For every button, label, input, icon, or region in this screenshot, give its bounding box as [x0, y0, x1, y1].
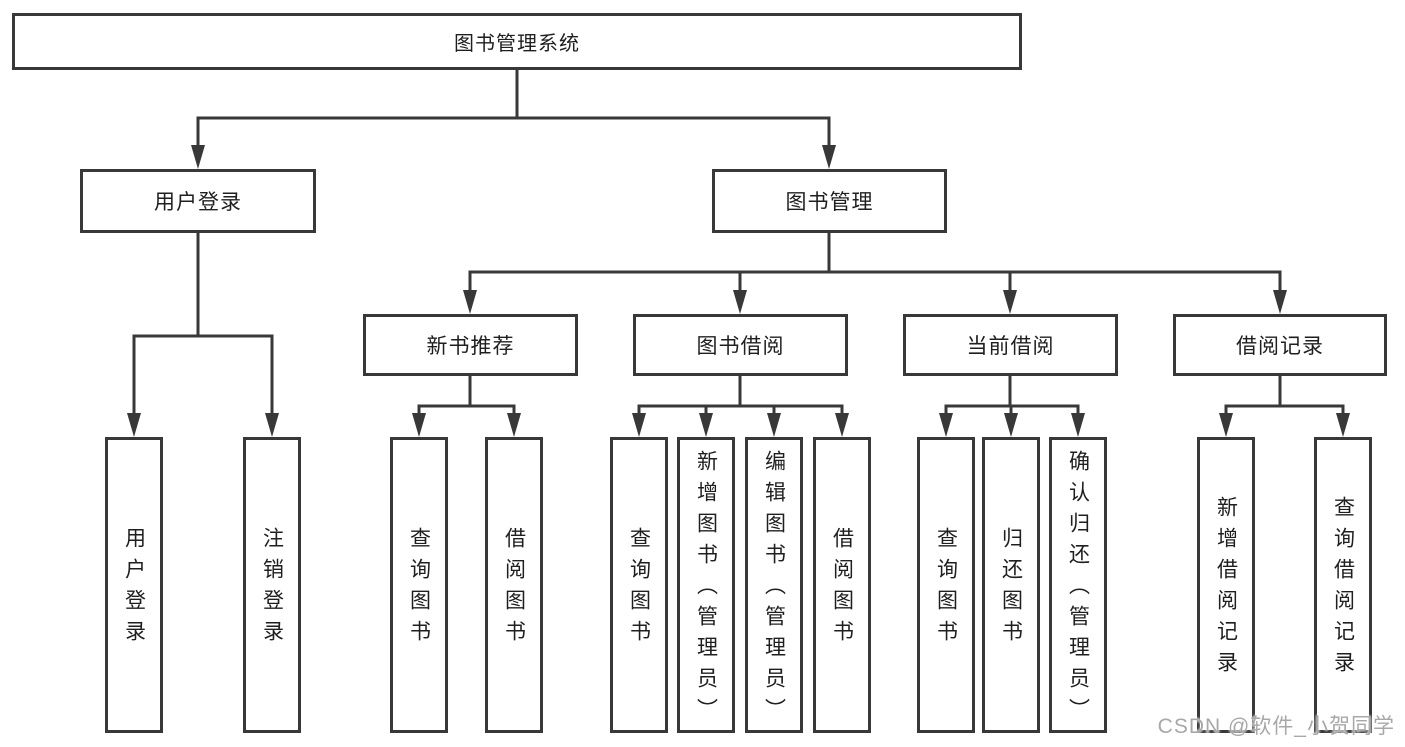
node-library-management-system: 图书管理系统 [12, 13, 1022, 70]
connector-current-borrowing-children [939, 374, 1085, 437]
node-leaf-cb-query-book: 查询图书 [917, 437, 975, 733]
node-book-management: 图书管理 [712, 169, 947, 233]
node-leaf-logout: 注销登录 [243, 437, 301, 733]
node-leaf-br-query-record: 查询借阅记录 [1314, 437, 1372, 733]
node-leaf-nbr-borrow-book: 借阅图书 [485, 437, 543, 733]
node-leaf-user-login: 用户登录 [105, 437, 163, 733]
node-leaf-bb-query-book: 查询图书 [610, 437, 668, 733]
connector-borrow-records-children [1219, 374, 1350, 437]
connector-book-management-children [463, 231, 1287, 314]
node-leaf-cb-confirm-return-admin: 确认归还（管理员） [1049, 437, 1107, 733]
node-leaf-cb-return-book: 归还图书 [982, 437, 1040, 733]
node-new-book-recommend: 新书推荐 [363, 314, 578, 376]
node-leaf-bb-edit-book-admin: 编辑图书（管理员） [745, 437, 803, 733]
node-book-borrowing: 图书借阅 [633, 314, 848, 376]
node-leaf-bb-add-book-admin: 新增图书（管理员） [677, 437, 735, 733]
connector-book-borrowing-children [632, 374, 849, 437]
connector-user-login-children [127, 231, 279, 437]
node-leaf-nbr-query-book: 查询图书 [390, 437, 448, 733]
node-borrow-records: 借阅记录 [1173, 314, 1387, 376]
csdn-watermark: CSDN @软件_小贺同学 [1157, 715, 1395, 738]
node-user-login: 用户登录 [80, 169, 316, 233]
connector-new-book-recommend-children [412, 374, 521, 437]
node-leaf-bb-borrow-book: 借阅图书 [813, 437, 871, 733]
node-current-borrowing: 当前借阅 [903, 314, 1118, 376]
connector-root-to-level2 [191, 68, 836, 169]
node-leaf-br-add-record: 新增借阅记录 [1197, 437, 1255, 733]
